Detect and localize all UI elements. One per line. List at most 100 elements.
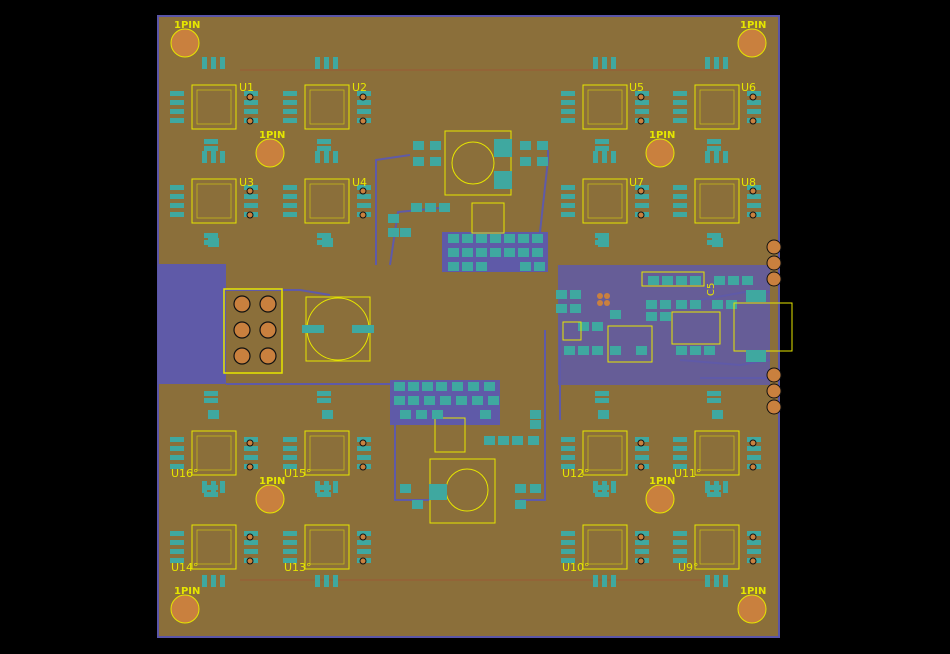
pad — [208, 238, 219, 247]
pad — [484, 436, 495, 445]
pad — [357, 185, 371, 190]
pad — [673, 455, 687, 460]
pad — [518, 234, 529, 243]
pad — [673, 549, 687, 554]
via — [359, 187, 367, 195]
pad — [673, 194, 687, 199]
mcu-area: C5 — [562, 239, 793, 415]
header-pin — [766, 255, 782, 271]
chip-body — [587, 435, 623, 471]
chip-silk — [582, 178, 628, 224]
chip-body — [309, 89, 345, 125]
pad — [283, 194, 297, 199]
trace — [226, 289, 331, 296]
chip-designator: U11° — [674, 467, 702, 480]
pad — [561, 185, 575, 190]
pad — [673, 446, 687, 451]
pad — [602, 151, 607, 163]
left-copper-pour — [158, 264, 226, 384]
pad — [595, 146, 609, 151]
pad — [170, 455, 184, 460]
pad — [728, 276, 739, 285]
pad — [673, 540, 687, 545]
pad — [561, 437, 575, 442]
pad — [714, 481, 719, 493]
pad — [635, 549, 649, 554]
pad — [611, 151, 616, 163]
pad — [317, 391, 331, 396]
pad — [598, 238, 609, 247]
pad — [712, 300, 723, 309]
chip-5: U5 — [561, 57, 649, 151]
pad — [283, 212, 297, 217]
pad — [556, 304, 567, 313]
pad — [170, 549, 184, 554]
pad — [602, 481, 607, 493]
pad — [448, 262, 459, 271]
pad — [561, 100, 575, 105]
pad — [283, 531, 297, 536]
pad — [283, 540, 297, 545]
pad — [602, 575, 607, 587]
pad — [244, 455, 258, 460]
pad — [211, 575, 216, 587]
chip-silk — [191, 178, 237, 224]
pad — [448, 234, 459, 243]
mounting-hole — [737, 594, 767, 624]
pad — [747, 531, 761, 536]
via — [597, 300, 603, 306]
via — [597, 293, 603, 299]
pad — [357, 549, 371, 554]
pad — [561, 203, 575, 208]
via — [246, 211, 254, 219]
pad — [673, 185, 687, 190]
pad — [204, 492, 218, 497]
pad — [648, 276, 659, 285]
pad — [430, 141, 441, 150]
pad — [333, 481, 338, 493]
pad — [673, 91, 687, 96]
pad — [412, 500, 423, 509]
pad — [660, 300, 671, 309]
pad — [747, 185, 761, 190]
pad — [712, 410, 723, 419]
connector-outline — [223, 288, 283, 374]
pad — [204, 391, 218, 396]
chip-designator: U15° — [284, 467, 312, 480]
chip-designator: U12° — [562, 467, 590, 480]
pin1-labels: 1PIN 1PIN 1PIN 1PIN 1PIN 1PIN 1PIN 1PIN — [174, 20, 766, 597]
pad — [611, 57, 616, 69]
pad — [333, 57, 338, 69]
pad — [244, 100, 258, 105]
pad — [561, 464, 575, 469]
pad — [707, 139, 721, 144]
chip-12: U12° — [561, 391, 649, 493]
pad — [662, 276, 673, 285]
pad — [676, 276, 687, 285]
pad — [352, 325, 374, 333]
pad — [747, 437, 761, 442]
chip-designator: U2 — [352, 81, 367, 94]
pad — [357, 446, 371, 451]
pad — [532, 248, 543, 257]
pad — [244, 540, 258, 545]
pad — [333, 151, 338, 163]
pad — [357, 194, 371, 199]
chip-silk — [582, 430, 628, 476]
pad — [204, 139, 218, 144]
pad — [673, 531, 687, 536]
pad — [220, 481, 225, 493]
chip-2: U2 — [283, 57, 371, 151]
via — [749, 557, 757, 565]
header-pin — [766, 383, 782, 399]
pad — [283, 455, 297, 460]
via — [749, 187, 757, 195]
pad — [646, 312, 657, 321]
chip-designator: U3 — [239, 176, 254, 189]
pad — [530, 410, 541, 419]
pad — [283, 446, 297, 451]
via — [637, 463, 645, 471]
pad — [357, 109, 371, 114]
pad — [610, 346, 621, 355]
